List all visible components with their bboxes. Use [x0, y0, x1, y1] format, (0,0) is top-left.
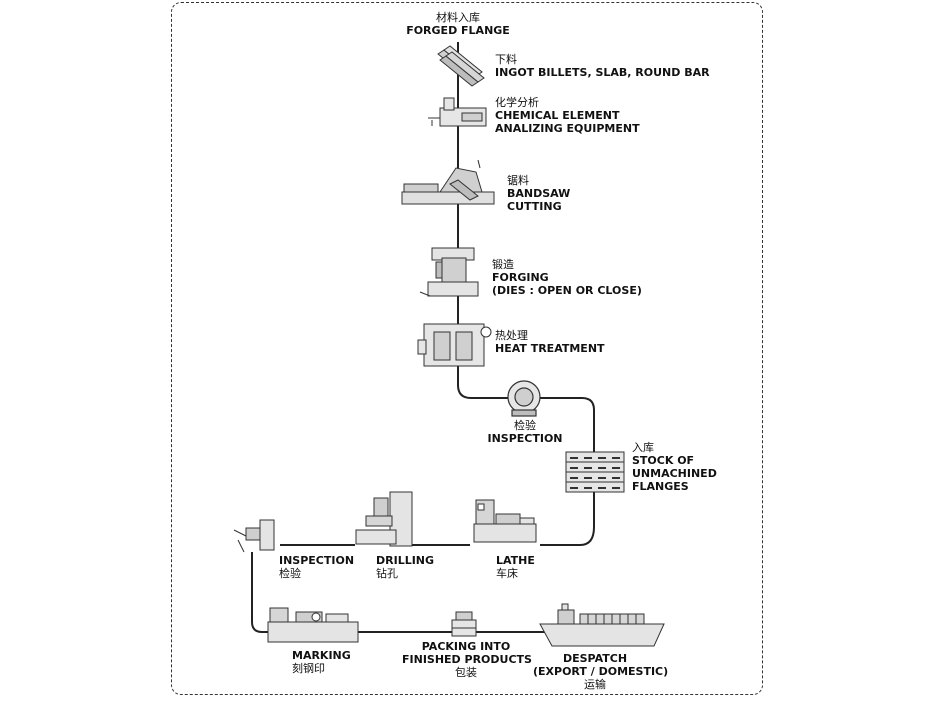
inspection1-zh: 检验 [514, 419, 536, 432]
label-forging: 锻造 FORGING (DIES : OPEN OR CLOSE) [492, 258, 642, 297]
label-ingot: 下料 INGOT BILLETS, SLAB, ROUND BAR [495, 53, 710, 79]
label-despatch: DESPATCH (EXPORT / DOMESTIC) 运输 [533, 652, 669, 691]
lathe-en: LATHE [496, 554, 535, 567]
forging-press-icon [419, 247, 479, 297]
label-stock: 入库 STOCK OF UNMACHINED FLANGES [632, 441, 717, 493]
stock-zh: 入库 [632, 441, 654, 454]
marking-en: MARKING [292, 649, 351, 662]
label-marking: MARKING 刻钢印 [292, 649, 351, 675]
heat-zh: 热处理 [495, 329, 528, 342]
label-packing: PACKING INTO FINISHED PRODUCTS 包装 [402, 640, 532, 679]
lathe-icon [473, 499, 537, 543]
dashed-frame [171, 2, 763, 695]
forged-flange-zh: 材料入库 [436, 11, 480, 24]
despatch-en-line1: DESPATCH [562, 652, 628, 665]
marking-machine-icon [267, 607, 359, 643]
ingot-bars-icon [437, 45, 485, 87]
heat-furnace-icon [417, 323, 492, 367]
label-bandsaw: 锯料 BANDSAW CUTTING [507, 174, 570, 213]
chemical-en-line1: CHEMICAL ELEMENT [495, 109, 620, 122]
inspection2-en: INSPECTION [279, 554, 355, 567]
marking-zh: 刻钢印 [292, 662, 325, 675]
stock-en-line2: UNMACHINED [632, 467, 717, 480]
ingot-zh: 下料 [495, 53, 517, 66]
stock-en-line1: STOCK OF [632, 454, 695, 467]
drilling-en: DRILLING [376, 554, 435, 567]
packing-en-line2: FINISHED PRODUCTS [402, 653, 532, 666]
final-inspection-icon [233, 519, 275, 553]
chemical-en-line2: ANALIZING EQUIPMENT [495, 122, 640, 135]
packing-zh: 包装 [455, 666, 477, 679]
label-heat-treatment: 热处理 HEAT TREATMENT [495, 329, 605, 355]
inspection-cylinder-icon [507, 380, 541, 417]
bandsaw-zh: 锯料 [507, 174, 529, 187]
lathe-zh: 车床 [496, 567, 518, 580]
label-inspection-1: 检验 INSPECTION [480, 419, 570, 445]
stock-en-line3: FLANGES [632, 480, 689, 493]
cargo-ship-icon [539, 603, 665, 647]
inspection2-zh: 检验 [279, 567, 301, 580]
label-forged-flange: 材料入库 FORGED FLANGE [400, 11, 516, 37]
packing-box-icon [451, 611, 477, 637]
heat-en: HEAT TREATMENT [495, 342, 605, 355]
forging-en-line2: (DIES : OPEN OR CLOSE) [492, 284, 642, 297]
label-chemical: 化学分析 CHEMICAL ELEMENT ANALIZING EQUIPMEN… [495, 96, 640, 135]
forged-flange-en: FORGED FLANGE [406, 24, 510, 37]
forging-en-line1: FORGING [492, 271, 549, 284]
despatch-zh: 运输 [584, 678, 606, 691]
bandsaw-en-line1: BANDSAW [507, 187, 571, 200]
ingot-en: INGOT BILLETS, SLAB, ROUND BAR [495, 66, 710, 79]
bandsaw-en-line2: CUTTING [507, 200, 562, 213]
label-inspection-2: INSPECTION 检验 [279, 554, 354, 580]
label-drilling: DRILLING 钻孔 [376, 554, 434, 580]
despatch-en-line2: (EXPORT / DOMESTIC) [533, 665, 669, 678]
drilling-zh: 钻孔 [376, 567, 398, 580]
bandsaw-icon [401, 159, 495, 205]
chemical-analyzer-icon [428, 97, 487, 127]
drilling-machine-icon [355, 491, 413, 547]
flow-line [251, 42, 595, 633]
packing-en-line1: PACKING INTO [421, 640, 511, 653]
stock-rack-icon [565, 451, 625, 493]
label-lathe: LATHE 车床 [496, 554, 535, 580]
forging-zh: 锻造 [492, 258, 514, 271]
inspection1-en: INSPECTION [487, 432, 563, 445]
chemical-zh: 化学分析 [495, 96, 539, 109]
